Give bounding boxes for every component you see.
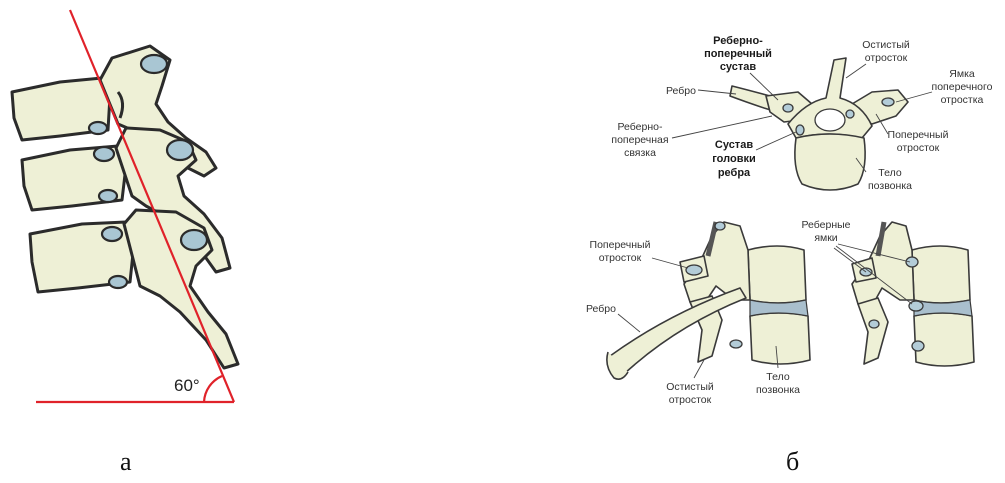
svg-text:отростка: отростка — [941, 94, 984, 106]
label-transverse-process-top: Поперечный отросток — [876, 114, 949, 154]
svg-text:Остистый: Остистый — [862, 39, 910, 51]
label-spinous-process-bottom: Остистый отросток — [666, 360, 714, 406]
svg-text:Ребро: Ребро — [666, 85, 696, 97]
svg-text:позвонка: позвонка — [756, 384, 800, 396]
svg-text:позвонка: позвонка — [868, 180, 912, 192]
svg-text:ямки: ямки — [814, 232, 837, 244]
svg-text:Ребро: Ребро — [586, 303, 616, 315]
svg-text:сустав: сустав — [720, 61, 757, 73]
svg-text:Ямка: Ямка — [949, 68, 975, 80]
costal-facet-lower — [912, 341, 924, 351]
panel-b-lateral-view-rib: Поперечный отросток Ребро Остистый отрос… — [586, 222, 810, 406]
label-rib-top: Ребро — [666, 85, 736, 97]
caption-panel-b: б — [786, 447, 799, 476]
rib-lateral — [610, 288, 746, 374]
svg-text:поперечная: поперечная — [611, 134, 668, 146]
svg-text:Тело: Тело — [766, 371, 790, 383]
svg-text:Сустав: Сустав — [715, 139, 753, 151]
svg-text:Реберно-: Реберно- — [618, 121, 663, 133]
label-rib-bottom: Ребро — [586, 303, 640, 332]
angle-label: 60° — [174, 376, 200, 395]
label-transverse-process-bottom: Поперечный отросток — [590, 239, 688, 268]
vertebral-body-top-view — [795, 134, 865, 190]
panel-b-lateral-view-facets: Реберные ямки — [801, 219, 974, 366]
label-rib-head-joint: Сустав головки ребра — [712, 132, 796, 179]
svg-text:Реберно-: Реберно- — [713, 35, 763, 47]
svg-text:поперечного: поперечного — [932, 81, 993, 93]
vertebral-body-lower — [750, 313, 810, 364]
costal-facet-middle — [909, 301, 923, 311]
vertebral-body-upper — [748, 246, 806, 303]
svg-text:отросток: отросток — [897, 142, 940, 154]
vertebra-lower — [30, 210, 238, 368]
svg-text:ребра: ребра — [718, 167, 751, 179]
label-transverse-fossa: Ямка поперечного отростка — [896, 68, 993, 106]
svg-text:поперечный: поперечный — [704, 48, 772, 60]
svg-text:Тело: Тело — [878, 167, 902, 179]
svg-text:головки: головки — [712, 153, 755, 165]
svg-text:отросток: отросток — [865, 52, 908, 64]
svg-text:отросток: отросток — [599, 252, 642, 264]
svg-text:связка: связка — [624, 147, 656, 159]
caption-panel-a: а — [120, 447, 132, 476]
svg-text:отросток: отросток — [669, 394, 712, 406]
costal-facet-upper — [906, 257, 918, 267]
panel-a-lateral-vertebrae: 60° — [12, 10, 238, 402]
svg-text:Поперечный: Поперечный — [590, 239, 651, 251]
svg-text:Реберные: Реберные — [801, 219, 850, 231]
svg-text:Остистый: Остистый — [666, 381, 714, 393]
panel-b-superior-view: Реберно- поперечный сустав Остистый отро… — [611, 35, 992, 192]
angle-arc — [204, 376, 222, 402]
vertebral-canal — [815, 109, 845, 131]
svg-text:Поперечный: Поперечный — [888, 129, 949, 141]
label-spinous-process-top: Остистый отросток — [846, 39, 910, 78]
